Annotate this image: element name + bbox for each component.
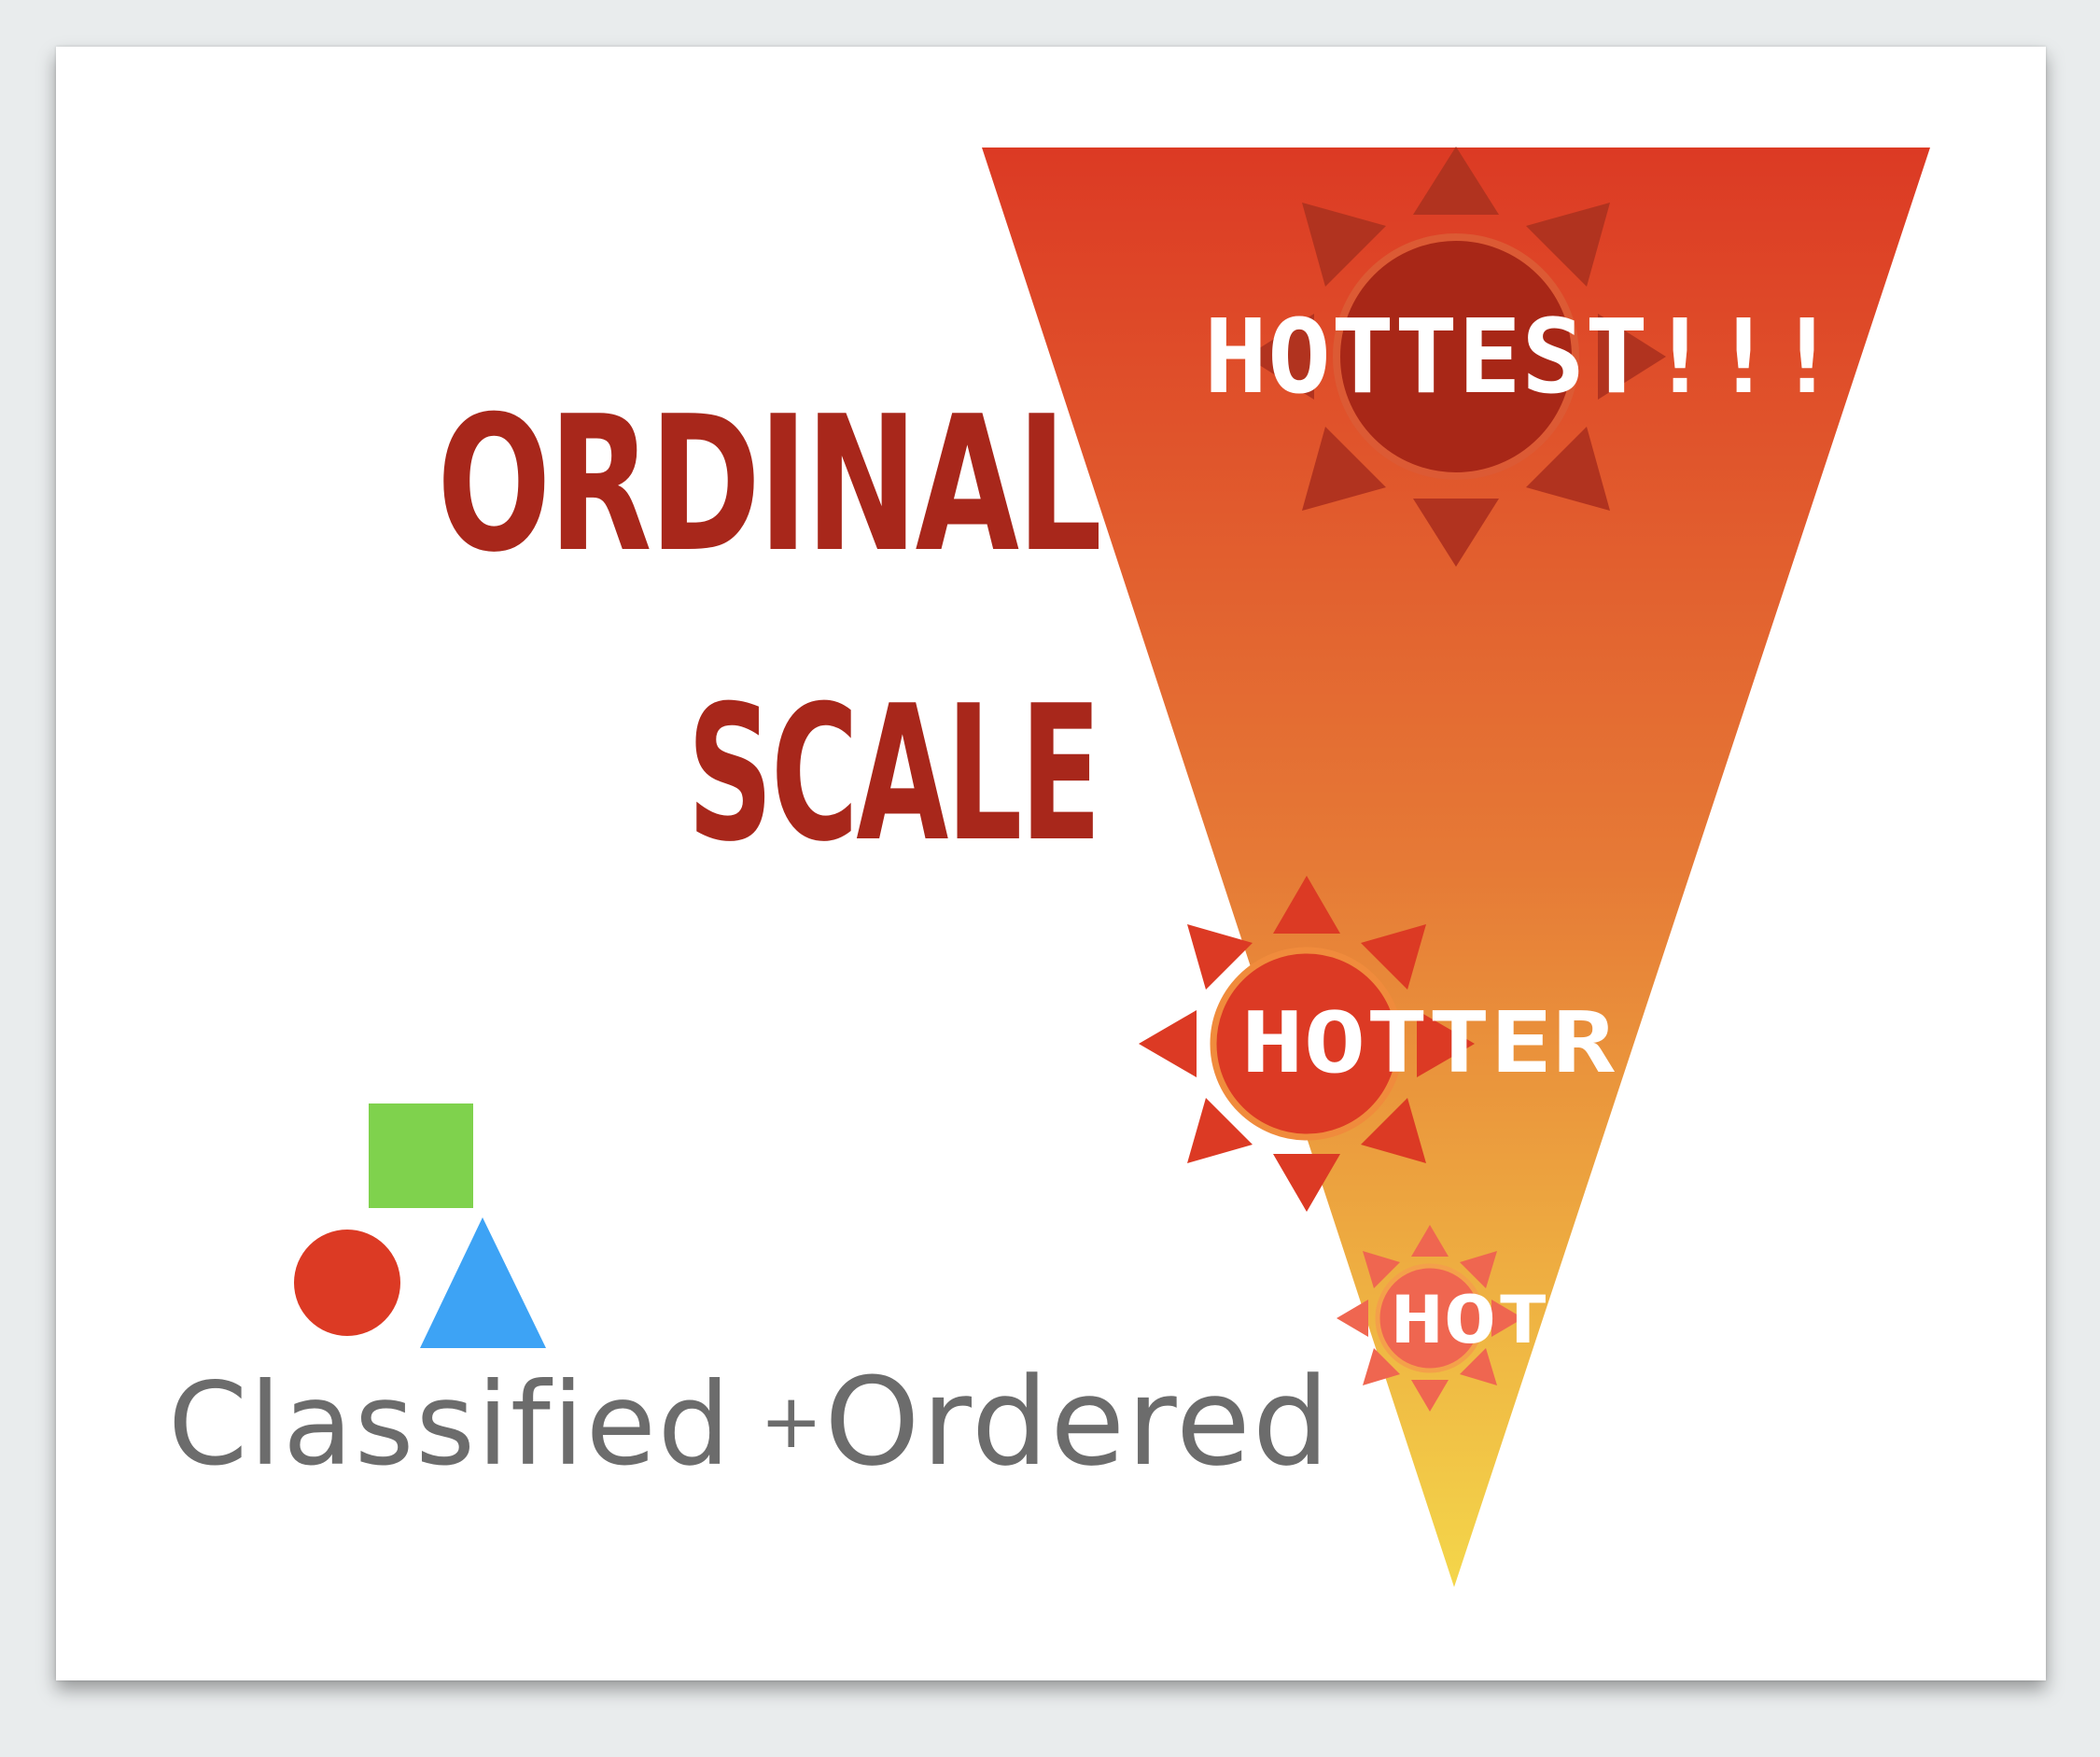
heat-scale-triangle <box>982 148 1930 1587</box>
title-scale: SCALE <box>687 666 1102 883</box>
tagline: Classified+Ordered <box>168 1361 1331 1483</box>
green-square-icon <box>369 1103 473 1208</box>
sun-hottest-icon <box>1246 147 1666 567</box>
tagline-classified: Classified <box>168 1358 733 1491</box>
sun-hot-icon <box>1337 1225 1523 1412</box>
label-hottest: HOTTEST!!! <box>1204 297 1839 416</box>
tagline-plus: + <box>760 1378 825 1465</box>
sun-hotter-icon <box>1139 876 1475 1212</box>
blue-triangle-icon <box>420 1217 546 1348</box>
tagline-ordered: Ordered <box>824 1351 1332 1493</box>
red-circle-icon <box>294 1230 400 1336</box>
label-hot: HOT <box>1391 1282 1549 1358</box>
title-ordinal: ORDINAL <box>437 376 1102 594</box>
label-hotter: HOTTER <box>1241 994 1616 1092</box>
